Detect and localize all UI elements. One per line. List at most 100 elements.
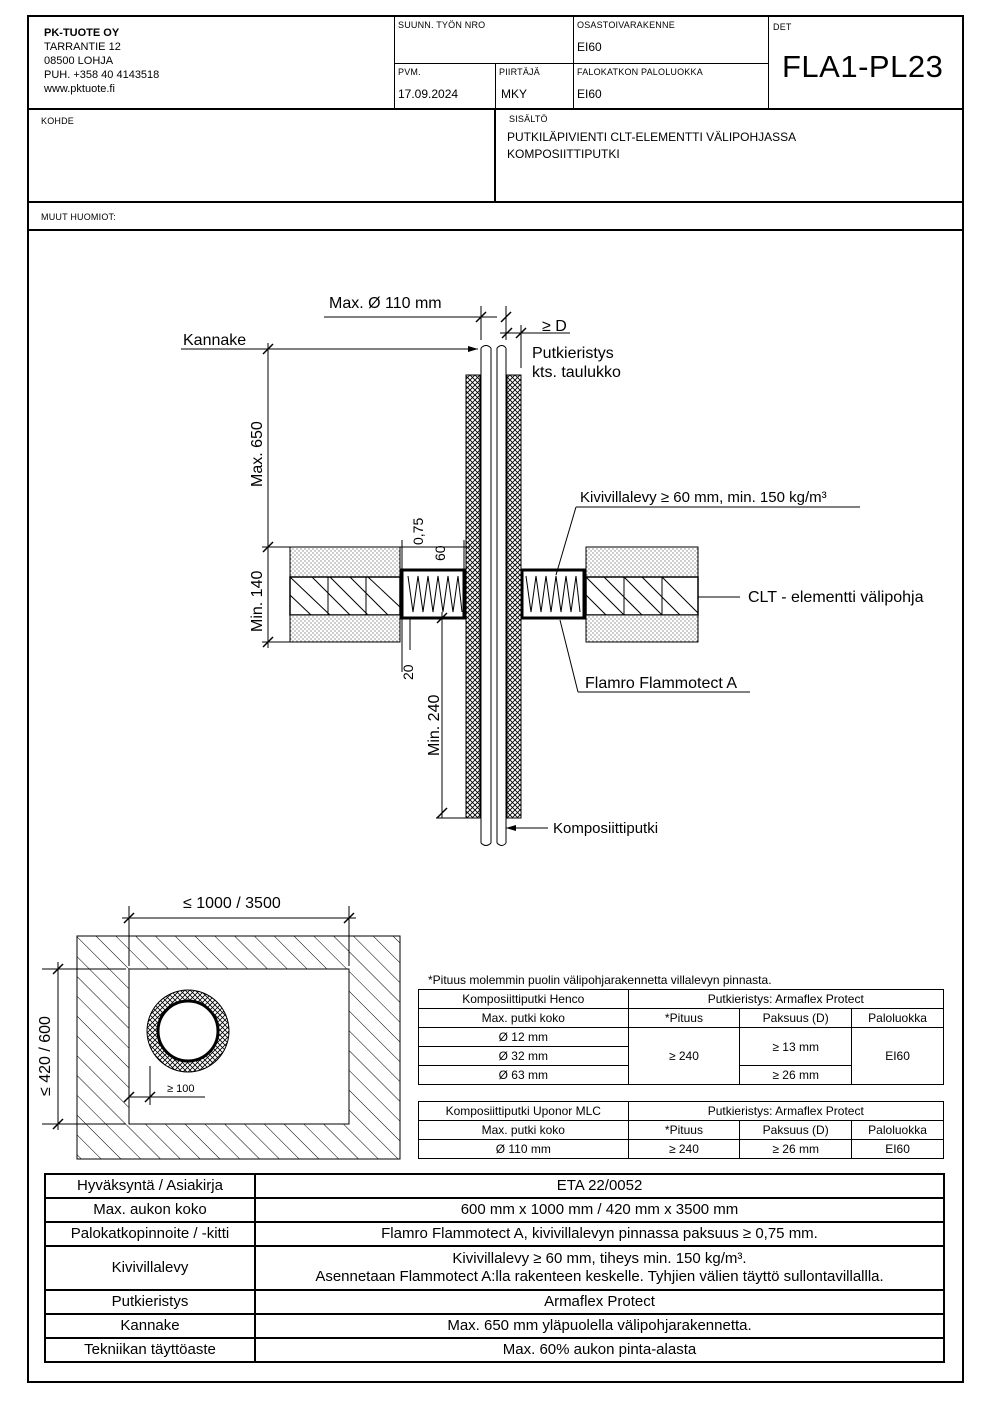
row-value: Max. 60% aukon pinta-alasta: [254, 1337, 945, 1363]
company-name: PK-TUOTE OY: [44, 27, 120, 39]
det-code: FLA1-PL23: [782, 49, 944, 84]
width-dimension: ≤ 1000 / 3500: [122, 895, 356, 966]
plan-drawing: ≤ 1000 / 3500 ≤ 420 / 600 ≥ 100: [37, 895, 401, 1160]
content-label: SISÄLTÖ: [509, 114, 548, 124]
drawn-value: MKY: [501, 87, 528, 101]
henco-thickness-b: ≥ 26 mm: [739, 1065, 853, 1085]
other-notes-label: MUUT HUOMIOT:: [41, 212, 116, 222]
table-row: Kannake Max. 650 mm yläpuolella välipohj…: [44, 1313, 945, 1339]
flamro-text: Flamro Flammotect A: [585, 675, 737, 692]
table-row: Tekniikan täyttöaste Max. 60% aukon pint…: [44, 1337, 945, 1363]
clt-slab-right: [585, 546, 699, 643]
company-web: www.pktuote.fi: [44, 83, 115, 95]
pipe-insulation-left: [465, 374, 481, 819]
row-label: Putkieristys: [44, 1289, 256, 1315]
min-100-text: ≥ 100: [167, 1083, 194, 1095]
gap-d-dimension: ≥ D: [500, 318, 570, 368]
composite-pipe: [480, 345, 507, 846]
width-dim-text: ≤ 1000 / 3500: [183, 895, 281, 912]
insulation-ref-line-1: Putkieristys: [532, 345, 614, 362]
row-label: Kivivillalevy: [44, 1245, 256, 1291]
part-structure-value: EI60: [577, 40, 602, 54]
max-650-text: Max. 650: [249, 421, 266, 487]
row-value-multiline: Kivivillalevy ≥ 60 mm, tiheys min. 150 k…: [254, 1245, 945, 1291]
coating-dimensions: 0,75 60: [397, 518, 470, 672]
stone-wool-right: [520, 568, 586, 620]
composite-pipe-text: Komposiittiputki: [553, 820, 658, 837]
henco-product: Komposiittiputki Henco: [418, 989, 629, 1009]
row-value: 600 mm x 1000 mm / 420 mm x 3500 mm: [254, 1197, 945, 1223]
uponor-product: Komposiittiputki Uponor MLC: [418, 1101, 629, 1121]
fire-class-label: FALOKATKON PALOLUOKKA: [577, 67, 703, 77]
stone-wool-callout: Kivivillalevy ≥ 60 mm, min. 150 kg/m³: [555, 489, 860, 576]
table-row: Hyväksyntä / Asiakirja ETA 22/0052: [44, 1173, 945, 1199]
row-value: Flamro Flammotect A, kivivillalevyn pinn…: [254, 1221, 945, 1247]
clt-slab-text: CLT - elementti välipohja: [748, 589, 924, 606]
henco-thickness-a: ≥ 13 mm: [739, 1027, 853, 1066]
fire-class-value: EI60: [577, 87, 602, 101]
min-240-text: Min. 240: [426, 695, 443, 756]
henco-size-1: Ø 12 mm: [418, 1027, 629, 1047]
drawn-label: PIIRTÄJÄ: [499, 67, 540, 77]
min-240-dimension: Min. 240: [426, 612, 466, 819]
company-city: 08500 LOHJA: [44, 55, 114, 67]
content-line-2: KOMPOSIITTIPUTKI: [507, 147, 620, 161]
company-phone: PUH. +358 40 4143518: [44, 69, 160, 81]
uponor-insulation: Putkieristys: Armaflex Protect: [627, 1101, 945, 1121]
max-diameter-dimension: Max. Ø 110 mm: [324, 295, 512, 340]
date-value: 17.09.2024: [398, 87, 459, 101]
uponor-size: Ø 110 mm: [418, 1139, 629, 1159]
bracket-text: Kannake: [183, 332, 246, 349]
height-dimension: ≤ 420 / 600: [37, 962, 126, 1130]
row-value: ETA 22/0052: [254, 1173, 945, 1199]
row-value-line-1: Kivivillalevy ≥ 60 mm, tiheys min. 150 k…: [452, 1250, 747, 1267]
dim-60-text: 60: [432, 545, 448, 561]
row-label: Max. aukon koko: [44, 1197, 256, 1223]
insulation-ref-line-2: kts. taulukko: [532, 364, 621, 381]
table-row: Palokatkopinnoite / -kitti Flamro Flammo…: [44, 1221, 945, 1247]
content-line-1: PUTKILÄPIVIENTI CLT-ELEMENTTI VÄLIPOHJAS…: [507, 130, 797, 144]
uponor-col-class: Paloluokka: [851, 1120, 944, 1140]
clt-slab-left: [289, 546, 401, 643]
part-structure-label: OSASTOIVARAKENNE: [577, 20, 675, 30]
max-diameter-text: Max. Ø 110 mm: [329, 295, 442, 312]
uponor-table: Komposiittiputki Uponor MLC Putkieristys…: [418, 1101, 945, 1159]
gap-d-text: ≥ D: [542, 318, 567, 335]
henco-table: Komposiittiputki Henco Putkieristys: Arm…: [418, 989, 945, 1085]
row-label: Kannake: [44, 1313, 256, 1339]
dim-075-text: 0,75: [410, 518, 426, 545]
approval-table: Hyväksyntä / Asiakirja ETA 22/0052 Max. …: [44, 1173, 945, 1363]
max-650-dimension: Max. 650 Min. 140: [249, 343, 290, 648]
henco-col-class: Paloluokka: [851, 1008, 944, 1028]
pipe-section: [156, 999, 220, 1063]
uponor-col-max: Max. putki koko: [418, 1120, 629, 1140]
min-100-dimension: ≥ 100: [123, 1066, 205, 1105]
table-row: Max. aukon koko 600 mm x 1000 mm / 420 m…: [44, 1197, 945, 1223]
date-label: PVM.: [398, 67, 421, 77]
row-label: Tekniikan täyttöaste: [44, 1337, 256, 1363]
company-street: TARRANTIE 12: [44, 41, 121, 53]
stone-wool-text: Kivivillalevy ≥ 60 mm, min. 150 kg/m³: [580, 489, 827, 506]
flamro-callout: Flamro Flammotect A: [559, 619, 750, 693]
row-value-line-2: Asennetaan Flammotect A:lla rakenteen ke…: [315, 1268, 884, 1285]
clt-callout: CLT - elementti välipohja: [698, 589, 924, 606]
uponor-class: EI60: [851, 1139, 944, 1159]
henco-size-2: Ø 32 mm: [418, 1046, 629, 1066]
dim-20-text: 20: [400, 664, 416, 680]
section-drawing: Max. Ø 110 mm ≥ D Kannake Putkieristys k…: [181, 295, 924, 846]
uponor-thickness: ≥ 26 mm: [739, 1139, 853, 1159]
row-label: Palokatkopinnoite / -kitti: [44, 1221, 256, 1247]
dim-20-dimension: 20: [400, 618, 416, 680]
henco-length: ≥ 240: [627, 1027, 741, 1085]
min-140-text: Min. 140: [249, 571, 266, 632]
composite-pipe-callout: Komposiittiputki: [506, 820, 658, 837]
length-note: *Pituus molemmin puolin välipohjarakenne…: [428, 973, 772, 987]
henco-col-max: Max. putki koko: [418, 1008, 629, 1028]
stone-wool-left: [400, 568, 466, 620]
henco-class: EI60: [851, 1027, 944, 1085]
uponor-col-thickness: Paksuus (D): [739, 1120, 853, 1140]
bracket-callout: Kannake: [181, 332, 478, 352]
row-value: Armaflex Protect: [254, 1289, 945, 1315]
henco-col-thickness: Paksuus (D): [739, 1008, 853, 1028]
table-row: Putkieristys Armaflex Protect: [44, 1289, 945, 1315]
